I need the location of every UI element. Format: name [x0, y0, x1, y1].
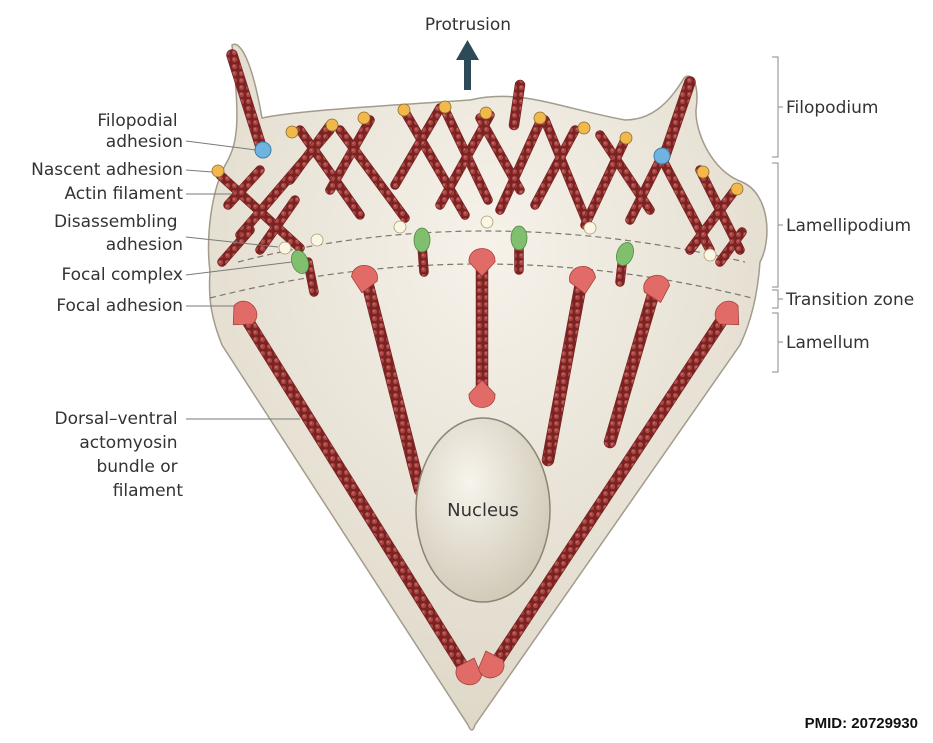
- lamellipodium-bracket: [772, 163, 778, 287]
- nascent-adhesion-11: [731, 183, 743, 195]
- nascent-adhesion-10: [697, 166, 709, 178]
- actin-filament-label: Actin filament: [64, 184, 183, 204]
- nascent-adhesion-7: [534, 112, 546, 124]
- focal-complex-2: [511, 226, 527, 250]
- lamellum-bracket: [772, 313, 778, 372]
- disassembling-adhesion-label: Disassembling adhesion: [54, 212, 183, 255]
- citation: PMID: 20729930: [805, 715, 918, 732]
- transition-zone-label: Transition zone: [785, 290, 914, 310]
- nascent-adhesion-0: [212, 165, 224, 177]
- focal-complex-1: [414, 228, 430, 252]
- nascent-adhesion-4: [398, 104, 410, 116]
- nucleus-label: Nucleus: [447, 500, 519, 521]
- filopodium-label: Filopodium: [786, 98, 878, 118]
- nascent-adhesion-label: Nascent adhesion: [31, 160, 183, 180]
- filopodial-adhesion-label: Filopodial adhesion: [97, 111, 183, 152]
- filopodial-adhesion-1: [654, 148, 670, 164]
- disassembling-adhesion-0: [279, 242, 291, 254]
- lamellum-label: Lamellum: [786, 333, 870, 353]
- filopodium-bracket: [772, 57, 778, 157]
- nascent-adhesion-1: [286, 126, 298, 138]
- actin-filament-top: [514, 85, 520, 125]
- nascent-adhesion-8: [578, 122, 590, 134]
- protrusion-label: Protrusion: [425, 15, 511, 35]
- transition-zone-bracket: [772, 290, 778, 308]
- nascent-adhesion-leader: [186, 170, 212, 172]
- nascent-adhesion-9: [620, 132, 632, 144]
- lamellipodium-label: Lamellipodium: [786, 216, 911, 236]
- disassembling-adhesion-4: [584, 222, 596, 234]
- nascent-adhesion-6: [480, 107, 492, 119]
- right-labels: Filopodium Lamellipodium Transition zone…: [772, 57, 914, 372]
- disassembling-adhesion-2: [394, 221, 406, 233]
- disassembling-adhesion-1: [311, 234, 323, 246]
- nascent-adhesion-5: [439, 101, 451, 113]
- dorsal-ventral-label: Dorsal–ventral actomyosin bundle or fila…: [55, 409, 184, 501]
- focal-adhesion-label: Focal adhesion: [56, 296, 183, 316]
- filopodial-adhesion-0: [255, 142, 271, 158]
- disassembling-adhesion-5: [704, 249, 716, 261]
- disassembling-adhesion-3: [481, 216, 493, 228]
- protrusion-arrow: [456, 40, 479, 90]
- focal-complex-label: Focal complex: [61, 265, 183, 285]
- nascent-adhesion-3: [358, 112, 370, 124]
- nascent-adhesion-2: [326, 119, 338, 131]
